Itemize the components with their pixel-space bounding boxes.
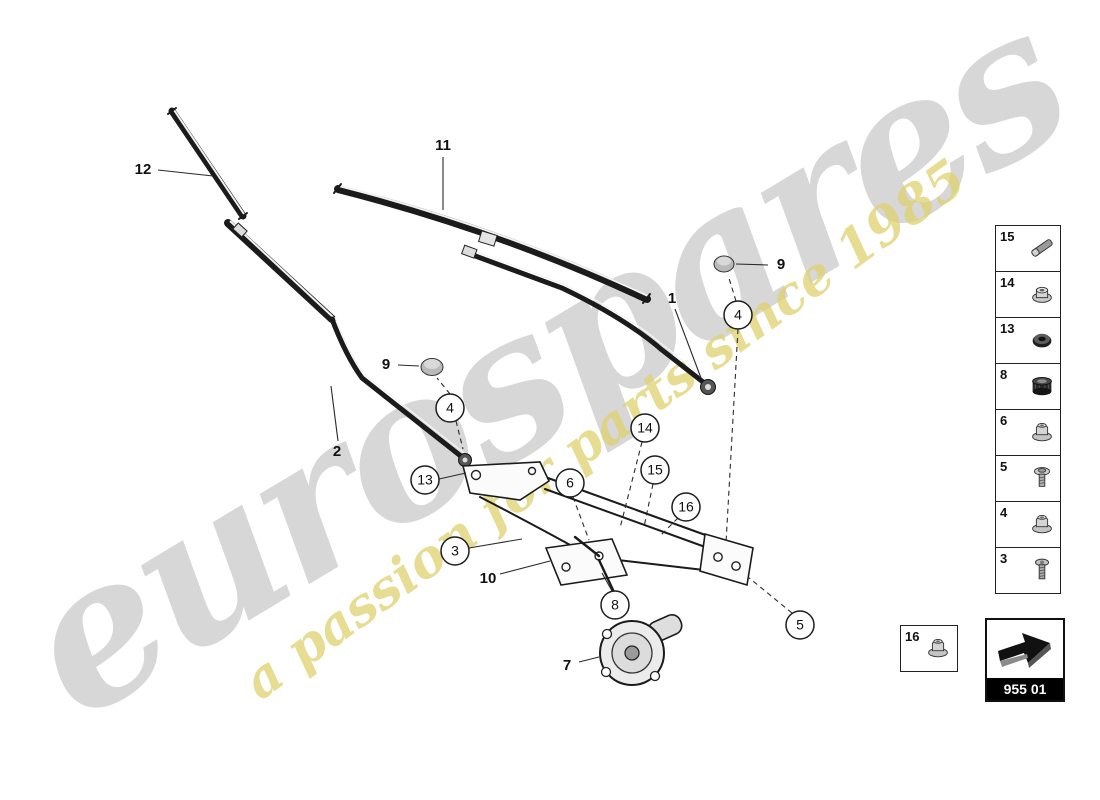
callout-15[interactable]: 15 xyxy=(640,455,670,485)
callout-14[interactable]: 14 xyxy=(630,413,660,443)
sidebar-item-5[interactable]: 5 xyxy=(995,455,1061,502)
flange-nut-icon xyxy=(1027,508,1057,543)
sidebar-item-8[interactable]: 8 xyxy=(995,363,1061,410)
label-1: 1 xyxy=(668,290,676,307)
diagram-group-thumbnail[interactable]: 955 01 xyxy=(985,618,1065,702)
part-number: 4 xyxy=(1000,505,1008,520)
callout-3[interactable]: 3 xyxy=(440,536,470,566)
screw-icon xyxy=(1027,462,1057,497)
wiper-motor-7 xyxy=(599,614,683,686)
svg-text:4: 4 xyxy=(446,400,454,416)
wiper-blade-12 xyxy=(167,107,248,220)
cap-9-right xyxy=(713,255,735,273)
callout-6[interactable]: 6 xyxy=(555,468,585,498)
part-number: 8 xyxy=(1000,367,1008,382)
label-12: 12 xyxy=(135,161,152,178)
flange-nut-icon xyxy=(1027,416,1057,451)
part-number: 6 xyxy=(1000,413,1008,428)
part-number: 5 xyxy=(1000,459,1008,474)
sidebar-item-4[interactable]: 4 xyxy=(995,501,1061,548)
legend-item-16[interactable]: 16 xyxy=(900,625,958,672)
svg-text:5: 5 xyxy=(796,617,804,633)
svg-text:14: 14 xyxy=(637,420,653,436)
wiper-linkage-frame xyxy=(461,461,754,607)
label-10: 10 xyxy=(480,570,497,587)
arrow-icon xyxy=(987,620,1063,678)
sidebar-item-6[interactable]: 6 xyxy=(995,409,1061,456)
wiper-arm-2 xyxy=(224,219,472,467)
sidebar-item-15[interactable]: 15 xyxy=(995,225,1061,272)
part-number: 15 xyxy=(1000,229,1015,244)
fastener-sidebar: 15 14 13 xyxy=(995,225,1061,594)
callout-8[interactable]: 8 xyxy=(600,590,630,620)
part-number: 14 xyxy=(1000,275,1015,290)
cap-9-left xyxy=(420,358,444,376)
label-2: 2 xyxy=(333,443,341,460)
bolt-icon xyxy=(1027,554,1057,589)
part-number: 16 xyxy=(905,629,920,644)
callout-5[interactable]: 5 xyxy=(785,610,815,640)
svg-text:4: 4 xyxy=(734,307,742,323)
svg-text:13: 13 xyxy=(417,472,433,488)
cap-nut-icon xyxy=(1027,324,1057,359)
bushing-icon xyxy=(1027,370,1057,405)
svg-text:3: 3 xyxy=(451,543,459,559)
svg-text:6: 6 xyxy=(566,475,574,491)
label-9-right: 9 xyxy=(777,256,785,273)
sidebar-item-13[interactable]: 13 xyxy=(995,317,1061,364)
sidebar-item-14[interactable]: 14 xyxy=(995,271,1061,318)
svg-text:15: 15 xyxy=(647,462,663,478)
pin-icon xyxy=(1027,232,1057,267)
leader-lines xyxy=(157,157,793,663)
flange-nut-icon xyxy=(923,632,953,667)
label-7: 7 xyxy=(563,657,571,674)
label-9-left: 9 xyxy=(382,356,390,373)
svg-text:8: 8 xyxy=(611,597,619,613)
wiper-blade-11 xyxy=(333,183,651,304)
sleeve-washer-icon xyxy=(1027,278,1057,313)
part-number: 3 xyxy=(1000,551,1008,566)
part-group-code: 955 01 xyxy=(987,678,1063,700)
callout-16[interactable]: 16 xyxy=(671,492,701,522)
sidebar-item-3[interactable]: 3 xyxy=(995,547,1061,594)
callout-4-right[interactable]: 4 xyxy=(723,300,753,330)
callout-13[interactable]: 13 xyxy=(410,465,440,495)
label-11: 11 xyxy=(435,137,451,154)
callout-4-left[interactable]: 4 xyxy=(435,393,465,423)
wiper-arm-1 xyxy=(461,244,716,395)
part-number: 13 xyxy=(1000,321,1015,336)
svg-text:16: 16 xyxy=(678,499,694,515)
